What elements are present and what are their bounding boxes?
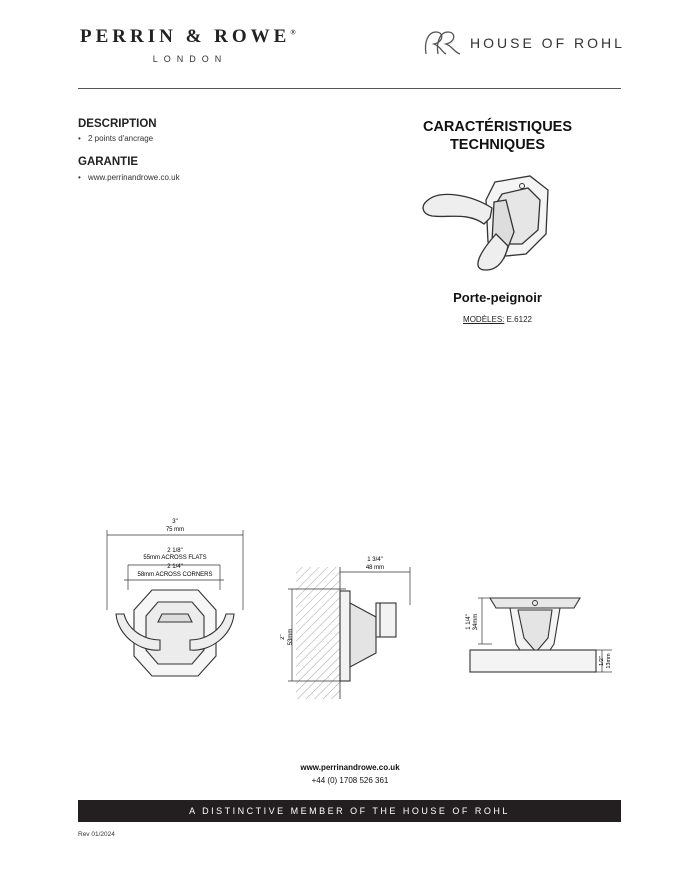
- rohl-monogram-icon: [424, 31, 461, 55]
- models-label: MODÈLES:: [463, 315, 505, 324]
- top-height-in: 1 1/4": [466, 614, 472, 629]
- tech-title-line2: TECHNIQUES: [449, 137, 546, 153]
- front-flats-mm: 55mm ACROSS FLATS: [143, 555, 206, 561]
- brand-logo: PERRIN & ROWE®: [80, 26, 300, 48]
- side-height-mm: 53mm: [288, 629, 294, 646]
- registered-mark: ®: [290, 28, 300, 37]
- footer-website-link[interactable]: www.perrinandrowe.co.uk: [300, 763, 400, 772]
- side-depth-in: 1 3/4": [367, 557, 382, 563]
- footer-banner: A DISTINCTIVE MEMBER OF THE HOUSE OF ROH…: [78, 800, 621, 822]
- front-view-drawing: 3" 75 mm 2 1/8" 55mm ACROSS FLATS 2 1/4"…: [106, 519, 244, 677]
- description-item: 2 points d'ancrage: [78, 134, 153, 143]
- house-of-rohl-logo: HOUSE OF ROHL: [420, 28, 625, 58]
- top-thick-mm: 13mm: [606, 653, 612, 669]
- partner-name: HOUSE OF ROHL: [470, 35, 625, 51]
- models-value: E.6122: [506, 315, 532, 324]
- side-view-drawing: 1 3/4" 48 mm 2" 53mm: [280, 557, 411, 699]
- revision-label: Rev 01/2024: [78, 831, 115, 838]
- front-width-in: 3": [172, 519, 177, 525]
- description-title: DESCRIPTION: [78, 118, 157, 130]
- warranty-link[interactable]: www.perrinandrowe.co.uk: [78, 173, 180, 182]
- models-line: MODÈLES: E.6122: [395, 315, 600, 324]
- front-flats-in: 2 1/8": [167, 548, 182, 554]
- tech-title-line1: CARACTÉRISTIQUES: [422, 119, 573, 135]
- product-image: [422, 175, 549, 271]
- brand-location: LONDON: [152, 54, 228, 64]
- top-view-drawing: 1 1/4" 34mm 1/2" 13mm: [466, 597, 612, 673]
- footer-phone: +44 (0) 1708 526 361: [311, 776, 389, 785]
- brand-name: PERRIN & ROWE: [80, 26, 291, 47]
- product-name: Porte-peignoir: [453, 290, 542, 305]
- front-width-mm: 75 mm: [166, 527, 184, 533]
- header-divider: [78, 88, 621, 89]
- side-depth-mm: 48 mm: [366, 565, 384, 571]
- side-height-in: 2": [280, 634, 286, 639]
- technical-specs-title: CARACTÉRISTIQUES TECHNIQUES: [395, 118, 600, 154]
- front-corners-mm: 58mm ACROSS CORNERS: [137, 572, 212, 578]
- top-thick-in: 1/2": [599, 656, 605, 666]
- top-height-mm: 34mm: [473, 614, 479, 631]
- warranty-title: GARANTIE: [78, 156, 139, 168]
- front-corners-in: 2 1/4": [167, 564, 182, 570]
